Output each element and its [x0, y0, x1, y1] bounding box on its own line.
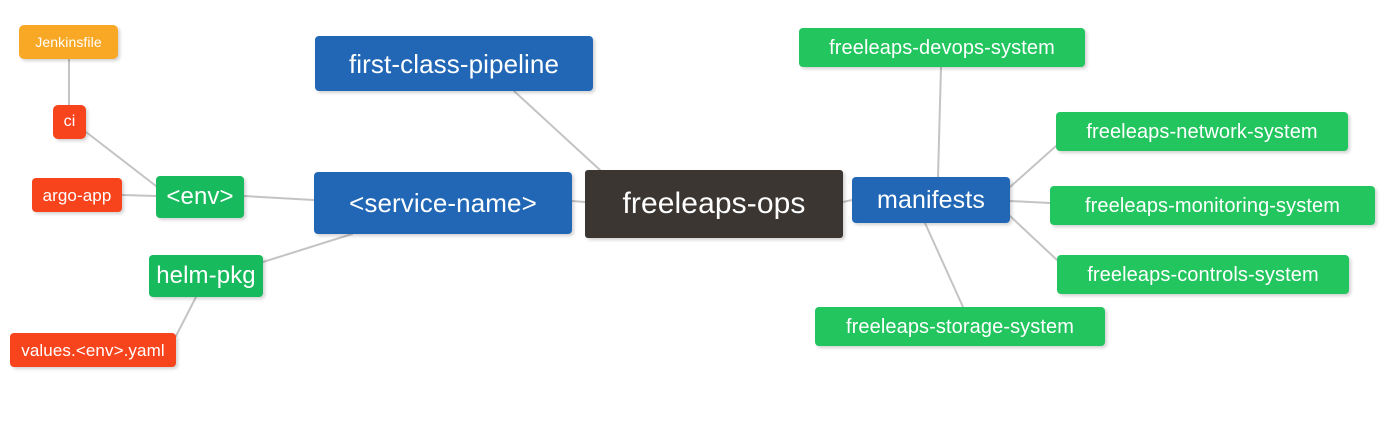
node-helm-pkg[interactable]: helm-pkg — [149, 255, 263, 297]
node-freeleaps-controls-system[interactable]: freeleaps-controls-system — [1057, 255, 1349, 294]
edge-manifests-to-freeleaps-storage-system — [924, 222, 964, 308]
node-service-name[interactable]: <service-name> — [314, 172, 572, 234]
node-freeleaps-storage-system[interactable]: freeleaps-storage-system — [815, 307, 1105, 346]
edge-service-name-to-freeleaps-ops — [571, 200, 586, 203]
edge-manifests-to-freeleaps-network-system — [1009, 145, 1057, 188]
node-freeleaps-ops[interactable]: freeleaps-ops — [585, 170, 843, 238]
edge-manifests-to-freeleaps-devops-system — [937, 66, 942, 178]
node-jenkinsfile[interactable]: Jenkinsfile — [19, 25, 118, 59]
edge-helm-pkg-to-service-name — [262, 233, 353, 263]
edge-argo-app-to-env — [121, 194, 157, 197]
edge-first-class-pipeline-to-freeleaps-ops — [513, 90, 601, 171]
node-env[interactable]: <env> — [156, 176, 244, 218]
edge-freeleaps-ops-to-manifests — [842, 199, 853, 203]
node-freeleaps-monitoring-system[interactable]: freeleaps-monitoring-system — [1050, 186, 1375, 225]
node-freeleaps-network-system[interactable]: freeleaps-network-system — [1056, 112, 1348, 151]
node-first-class-pipeline[interactable]: first-class-pipeline — [315, 36, 593, 91]
node-manifests[interactable]: manifests — [852, 177, 1010, 223]
node-freeleaps-devops-system[interactable]: freeleaps-devops-system — [799, 28, 1085, 67]
node-argo-app[interactable]: argo-app — [32, 178, 122, 212]
node-values-env-yaml[interactable]: values.<env>.yaml — [10, 333, 176, 367]
edge-values-env-yaml-to-helm-pkg — [175, 296, 197, 337]
edge-manifests-to-freeleaps-monitoring-system — [1009, 200, 1051, 204]
edge-env-to-service-name — [243, 195, 315, 201]
node-ci[interactable]: ci — [53, 105, 86, 139]
